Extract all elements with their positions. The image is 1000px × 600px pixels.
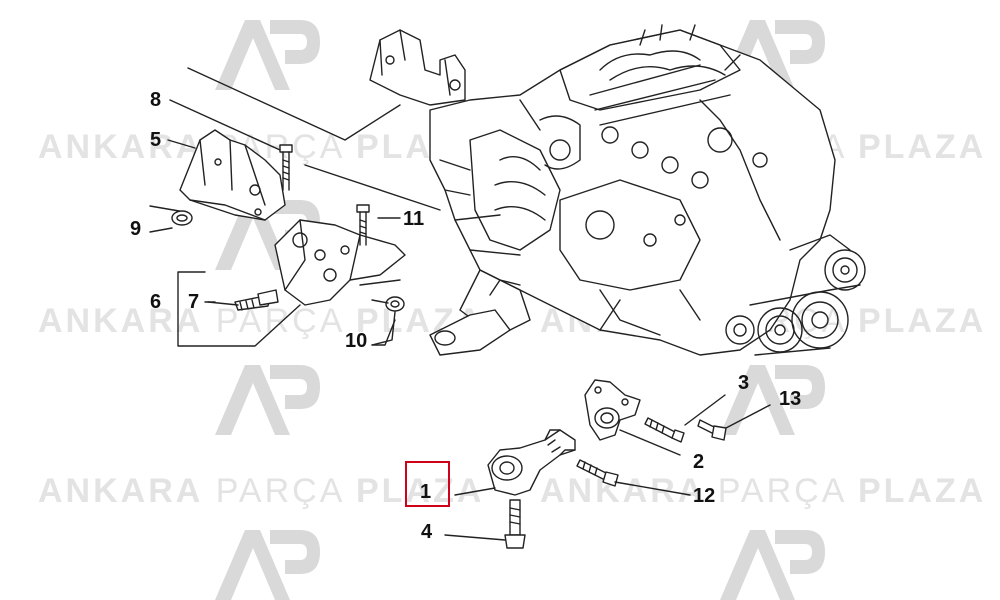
part-5-engine-mount-drawing <box>179 129 286 221</box>
watermark-logo-icon <box>215 530 320 600</box>
watermark-logo-icon <box>720 365 825 435</box>
watermark-word: PLAZA <box>355 472 485 510</box>
part-7-stud-drawing <box>234 289 279 311</box>
part-2-bracket-drawing <box>584 379 641 441</box>
watermark-text: ANKARA PARÇA PLAZA <box>540 472 986 511</box>
callout-11[interactable]: 11 <box>403 208 425 230</box>
part-10-nut-drawing <box>385 296 405 312</box>
callout-2[interactable]: 2 <box>693 451 705 473</box>
callout-5[interactable]: 5 <box>150 129 162 151</box>
watermark-logo-icon <box>720 530 825 600</box>
callout-7[interactable]: 7 <box>188 291 200 313</box>
watermark-word: ANKARA <box>540 472 706 510</box>
watermark-logo-icon <box>215 20 320 90</box>
watermark-text: ANKARA PARÇA PLAZA <box>38 472 484 511</box>
callout-3[interactable]: 3 <box>738 372 750 394</box>
part-8-bolt-drawing <box>279 144 293 191</box>
callout-1[interactable]: 1 <box>420 481 432 503</box>
engine-assembly-drawing <box>369 24 866 356</box>
watermark-word: PARÇA <box>717 472 846 510</box>
selected-part-highlight <box>405 461 450 507</box>
watermark-word: ANKARA <box>38 472 204 510</box>
watermark-logo-icon <box>215 365 320 435</box>
part-13-bolt-drawing <box>697 419 727 441</box>
leader-line <box>187 67 401 141</box>
callout-12[interactable]: 12 <box>693 485 716 507</box>
callout-13[interactable]: 13 <box>779 388 802 410</box>
callout-4[interactable]: 4 <box>421 521 433 543</box>
watermark-word: PARÇA <box>215 302 344 340</box>
part-6-bracket-drawing <box>274 219 406 306</box>
watermark-word: PLAZA <box>857 128 987 166</box>
leader-line <box>304 164 441 211</box>
part-11-bolt-drawing <box>356 204 370 246</box>
callout-9[interactable]: 9 <box>130 218 142 240</box>
callout-8[interactable]: 8 <box>150 89 162 111</box>
part-1-torque-rod-drawing <box>487 429 576 496</box>
watermark-word: ANKARA <box>38 302 204 340</box>
part-12-bolt-drawing <box>576 459 619 487</box>
part-9-nut-drawing <box>171 210 193 226</box>
watermark-word: PARÇA <box>215 472 344 510</box>
watermark-word: PLAZA <box>857 472 987 510</box>
callout-6[interactable]: 6 <box>150 291 162 313</box>
callout-10[interactable]: 10 <box>345 330 368 352</box>
watermark-word: PLAZA <box>857 302 987 340</box>
part-4-bolt-drawing <box>504 499 526 549</box>
part-3-bolt-drawing <box>644 417 685 443</box>
watermark-word: ANKARA <box>38 128 204 166</box>
